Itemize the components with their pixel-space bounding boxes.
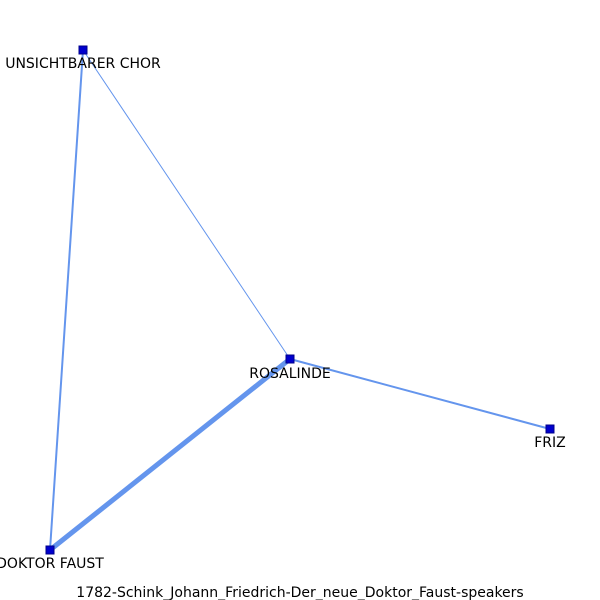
node-friz bbox=[545, 424, 555, 434]
node-label-faust: DOKTOR FAUST bbox=[0, 556, 104, 572]
edge-chor-rosalinde bbox=[82, 49, 291, 360]
labels-layer: UNSICHTBARER CHOR ROSALINDE FRIZ DOKTOR FAU… bbox=[0, 56, 566, 572]
edges-layer bbox=[47, 49, 551, 553]
node-label-chor: UNSICHTBARER CHOR bbox=[5, 56, 161, 72]
node-faust bbox=[45, 545, 55, 555]
node-label-friz: FRIZ bbox=[534, 435, 566, 451]
graph-caption: 1782-Schink_Johann_Friedrich-Der_neue_Do… bbox=[76, 585, 523, 600]
node-chor bbox=[78, 45, 88, 55]
node-rosalinde bbox=[285, 354, 295, 364]
node-label-rosalinde: ROSALINDE bbox=[249, 366, 331, 382]
nodes-layer bbox=[45, 45, 555, 555]
edge-rosalinde-friz bbox=[289, 358, 551, 430]
edge-rosalinde-faust bbox=[47, 356, 293, 553]
edge-chor-faust bbox=[49, 49, 84, 551]
